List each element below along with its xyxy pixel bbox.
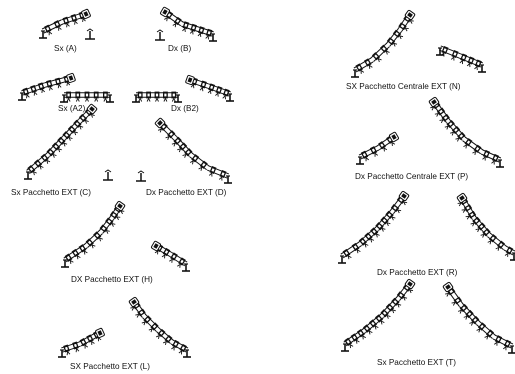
track-sx-pacchetto-ext-l-short xyxy=(58,327,105,358)
stand-foot xyxy=(351,69,359,78)
stand-foot xyxy=(132,94,140,103)
stand-foot xyxy=(183,349,191,358)
track-sx-pacchetto-centrale-ext-n-short xyxy=(436,45,486,73)
stand-sx-pacchetto-ext-c xyxy=(103,169,113,181)
label-dx-pacchetto-ext-r: Dx Pacchetto EXT (R) xyxy=(377,268,458,277)
label-sx-pacchetto-ext-c: Sx Pacchetto EXT (C) xyxy=(11,188,91,197)
stand-foot xyxy=(24,171,32,180)
label-sx-pacchetto-ext-t: Sx Pacchetto EXT (T) xyxy=(377,358,457,367)
label-dx-b: Dx (B) xyxy=(168,44,192,53)
track-sx-a2-left xyxy=(18,72,76,101)
track-sx-a2-straight xyxy=(60,91,114,103)
track-dx-b xyxy=(160,6,217,42)
stand-foot xyxy=(18,92,26,101)
track-sx-pacchetto-centrale-ext-n xyxy=(351,9,416,78)
track-sx-pacchetto-ext-t-right xyxy=(442,281,515,354)
stand-foot xyxy=(209,33,217,42)
label-dx-pacchetto-ext-d: Dx Pacchetto EXT (D) xyxy=(146,188,227,197)
stand-foot xyxy=(58,349,66,358)
track-dx-pacchetto-centrale-ext-p-short xyxy=(356,131,399,165)
stand-foot xyxy=(174,94,182,103)
label-dx-b2: Dx (B2) xyxy=(171,104,199,113)
stand-sx-a xyxy=(85,28,95,40)
track-dx-pacchetto-ext-r-left xyxy=(338,190,410,264)
stand-foot xyxy=(226,93,234,102)
label-sx-pacchetto-centrale-ext-n: SX Pacchetto Centrale EXT (N) xyxy=(346,82,461,91)
stand-foot xyxy=(436,47,444,56)
stand-foot xyxy=(39,30,47,39)
stand-foot xyxy=(478,64,486,73)
track-dx-pacchetto-ext-h xyxy=(61,200,126,268)
stand-foot xyxy=(60,94,68,103)
stand-foot xyxy=(510,252,515,261)
stand-foot xyxy=(356,156,364,165)
stand-dx-pacchetto-ext-d xyxy=(136,170,146,182)
track-dx-pacchetto-ext-h-short xyxy=(151,240,190,272)
track-dx-b2-right xyxy=(185,74,234,102)
track-dx-b2-straight xyxy=(132,91,182,103)
track-sx-pacchetto-ext-l xyxy=(128,296,191,358)
track-sx-a xyxy=(39,8,91,39)
label-dx-pacchetto-ext-h: DX Pacchetto EXT (H) xyxy=(71,275,153,284)
stand-foot xyxy=(341,343,349,352)
stand-foot xyxy=(338,255,346,264)
track-dx-pacchetto-ext-r-right xyxy=(456,192,515,261)
track-dx-pacchetto-centrale-ext-p xyxy=(428,96,504,168)
label-sx-pacchetto-ext-l: SX Pacchetto EXT (L) xyxy=(70,362,150,371)
stand-foot xyxy=(182,263,190,272)
stand-foot xyxy=(61,259,69,268)
stand-foot xyxy=(224,175,232,184)
label-sx-a2: Sx (A2) xyxy=(58,104,86,113)
stand-foot xyxy=(106,94,114,103)
stand-foot xyxy=(496,159,504,168)
label-dx-pacchetto-centrale-ext-p: Dx Pacchetto Centrale EXT (P) xyxy=(355,172,469,181)
stand-dx-b xyxy=(155,29,165,41)
track-dx-pacchetto-ext-d xyxy=(154,117,232,184)
track-sx-pacchetto-ext-t-left xyxy=(341,278,416,352)
track-sx-pacchetto-ext-c xyxy=(24,103,98,180)
label-sx-a: Sx (A) xyxy=(54,44,77,53)
